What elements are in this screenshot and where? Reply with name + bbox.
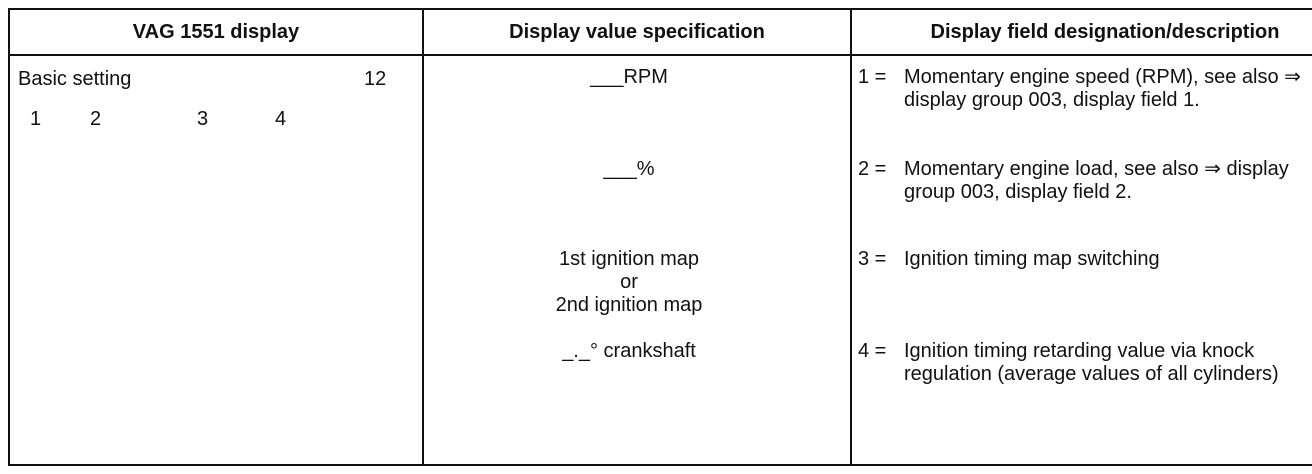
value-spec-field-4: _._° crankshaft bbox=[424, 340, 834, 363]
value-spec-line: 2nd ignition map bbox=[555, 294, 703, 316]
value-spec-field-2: ___% bbox=[424, 158, 834, 181]
description-text: Momentary engine load, see also ⇒ displa… bbox=[904, 158, 1289, 203]
display-group-table: VAG 1551 display Display value specifica… bbox=[8, 8, 1312, 466]
description-field-2: 2 = Momentary engine load, see also ⇒ di… bbox=[858, 158, 1312, 204]
header-field-description: Display field designation/description bbox=[850, 8, 1312, 56]
description-text: Ignition timing map switching bbox=[904, 248, 1160, 270]
value-spec-field-1: ___RPM bbox=[424, 66, 834, 89]
display-field-number: 3 bbox=[197, 108, 209, 130]
value-spec-line: ___RPM bbox=[590, 66, 668, 88]
table-header-row: VAG 1551 display Display value specifica… bbox=[8, 8, 1312, 56]
description-number: 2 = bbox=[858, 158, 887, 180]
value-spec-cell: ___RPM ___% 1st ignition map or 2nd igni… bbox=[422, 54, 852, 466]
description-text: Momentary engine speed (RPM), see also ⇒… bbox=[904, 66, 1301, 111]
description-field-4: 4 = Ignition timing retarding value via … bbox=[858, 340, 1312, 386]
description-number: 1 = bbox=[858, 66, 887, 88]
display-field-number: 4 bbox=[275, 108, 287, 130]
description-number: 3 = bbox=[858, 248, 887, 270]
display-group-number: 12 bbox=[364, 68, 387, 90]
value-spec-line: or bbox=[620, 271, 638, 293]
value-spec-line: ___% bbox=[603, 158, 655, 180]
value-spec-line: _._° crankshaft bbox=[562, 340, 696, 362]
vag-display-cell: Basic setting 12 1 2 3 4 bbox=[8, 54, 424, 466]
description-field-3: 3 = Ignition timing map switching bbox=[858, 248, 1312, 271]
description-field-1: 1 = Momentary engine speed (RPM), see al… bbox=[858, 66, 1312, 112]
display-field-number: 2 bbox=[90, 108, 102, 130]
header-value-spec: Display value specification bbox=[422, 8, 852, 56]
header-vag-display: VAG 1551 display bbox=[8, 8, 424, 56]
description-text: Ignition timing retarding value via knoc… bbox=[904, 340, 1279, 385]
description-cell: 1 = Momentary engine speed (RPM), see al… bbox=[850, 54, 1312, 466]
value-spec-field-3: 1st ignition map or 2nd ignition map bbox=[424, 248, 834, 317]
table-row: Basic setting 12 1 2 3 4 ___RPM bbox=[8, 54, 1312, 466]
display-mode-label: Basic setting bbox=[18, 68, 132, 90]
description-number: 4 = bbox=[858, 340, 887, 362]
display-field-number: 1 bbox=[30, 108, 42, 130]
value-spec-line: 1st ignition map bbox=[558, 248, 700, 270]
